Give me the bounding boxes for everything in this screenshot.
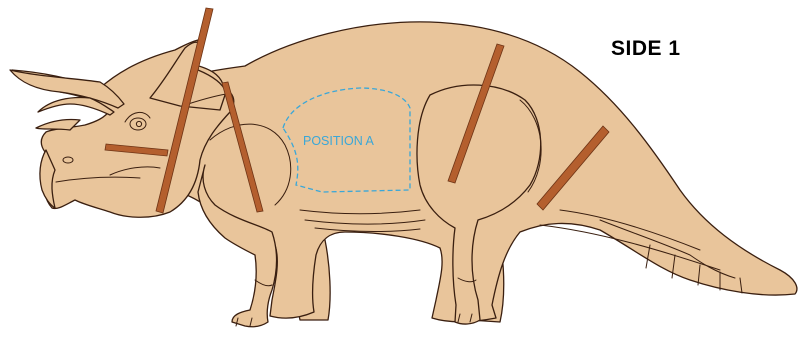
position-a-label: POSITION A — [303, 134, 374, 148]
side-label: SIDE 1 — [611, 37, 681, 61]
triceratops-body — [10, 22, 797, 327]
